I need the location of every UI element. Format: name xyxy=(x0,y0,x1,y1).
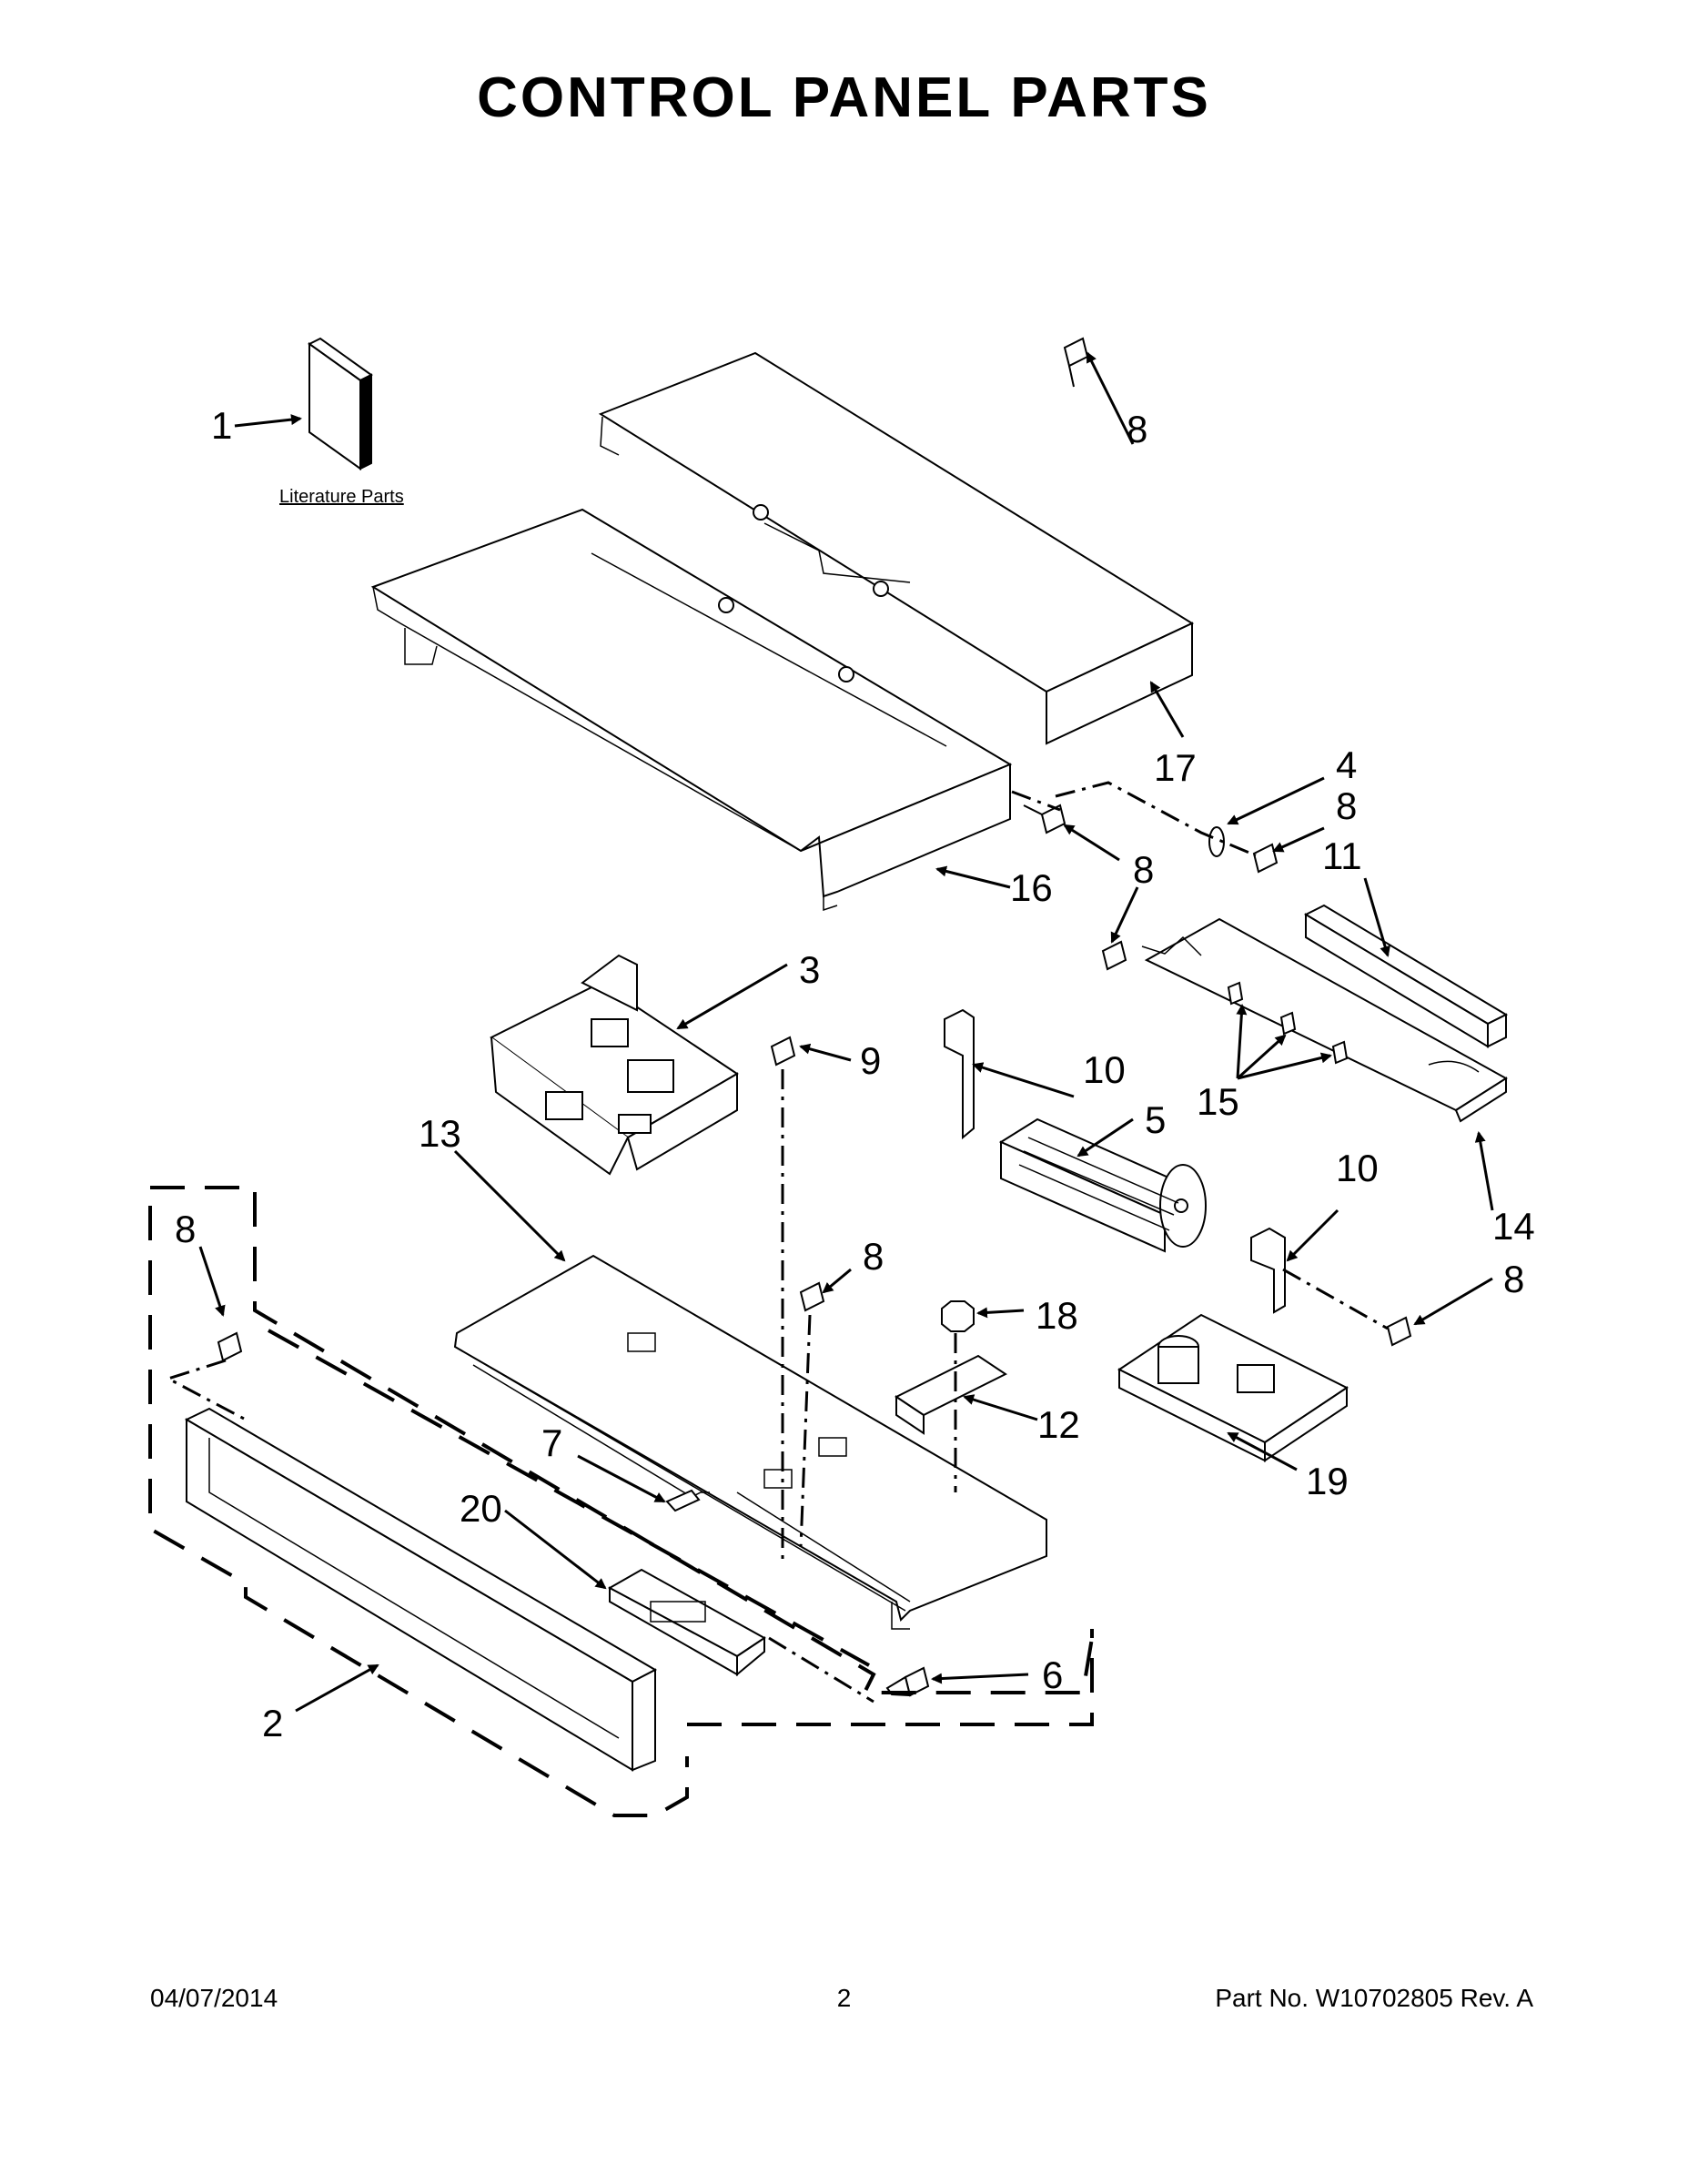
footer-date: 04/07/2014 xyxy=(150,1984,278,2012)
assembly-outline-top xyxy=(150,1186,1094,1694)
callout-2: 2 xyxy=(262,1702,283,1744)
screw-8e xyxy=(217,1331,243,1362)
hex-nut xyxy=(941,1300,975,1332)
callout-8-center: 8 xyxy=(863,1235,884,1278)
assembly-outline-left xyxy=(148,1206,689,1817)
console-trim xyxy=(184,1407,658,1772)
small-screws xyxy=(1227,981,1349,1065)
screw-8f xyxy=(799,1281,825,1312)
callout-13: 13 xyxy=(419,1112,461,1155)
callout-9: 9 xyxy=(860,1039,881,1082)
assembly-line-4 xyxy=(799,1314,812,1548)
assembly-outline-right xyxy=(687,1629,1094,1726)
assembly-line-6 xyxy=(1282,1268,1389,1330)
callout-1: 1 xyxy=(211,404,232,447)
blower-fan xyxy=(998,1117,1207,1253)
callout-8-top: 8 xyxy=(1127,408,1147,450)
callout-3: 3 xyxy=(799,948,820,991)
callout-8-left: 8 xyxy=(175,1208,196,1250)
mounting-plate xyxy=(453,1254,1047,1630)
screw-8d xyxy=(1101,940,1127,971)
leader-arrows xyxy=(198,351,1494,1713)
callout-5: 5 xyxy=(1145,1098,1166,1141)
page-title: CONTROL PANEL PARTS xyxy=(477,66,1211,129)
callout-6: 6 xyxy=(1042,1653,1063,1696)
board-housing xyxy=(490,954,739,1176)
screw-8c xyxy=(1252,843,1279,874)
screw-8a xyxy=(1063,337,1089,388)
callout-19: 19 xyxy=(1306,1460,1349,1502)
assembly-outline-inner xyxy=(268,1329,870,1667)
wire-clip xyxy=(895,1354,1007,1435)
power-supply-board xyxy=(1117,1313,1349,1462)
callout-14: 14 xyxy=(1492,1205,1535,1248)
literature-booklet xyxy=(308,337,373,470)
callout-10-top: 10 xyxy=(1083,1048,1126,1091)
screw-9 xyxy=(770,1036,796,1067)
electronic-control-board xyxy=(607,1568,766,1677)
fan-bracket-left xyxy=(944,1008,975,1140)
footer-page-number: 2 xyxy=(836,1984,852,2012)
callout-8-mid: 8 xyxy=(1133,848,1154,891)
literature-parts-label: Literature Parts xyxy=(279,487,404,507)
mounting-bracket xyxy=(1141,917,1508,1123)
callout-10-bottom: 10 xyxy=(1336,1147,1379,1189)
callout-17: 17 xyxy=(1154,746,1197,789)
insulation-strip xyxy=(1303,904,1509,1048)
callout-18: 18 xyxy=(1036,1294,1078,1337)
callout-16: 16 xyxy=(1010,866,1053,909)
upper-panel-cover xyxy=(598,351,1195,745)
callout-7: 7 xyxy=(541,1421,562,1464)
footer-part-number: Part No. W10702805 Rev. A xyxy=(1215,1984,1533,2012)
fan-bracket-right xyxy=(1250,1227,1286,1314)
assembly-line-7 xyxy=(165,1359,247,1421)
assembly-line-8 xyxy=(768,1636,874,1704)
callout-12: 12 xyxy=(1037,1403,1080,1446)
callout-4: 4 xyxy=(1336,743,1357,786)
callout-20: 20 xyxy=(460,1487,502,1530)
callout-8-right: 8 xyxy=(1503,1258,1524,1300)
screw-8g xyxy=(1386,1316,1412,1347)
washer-4 xyxy=(1208,826,1225,857)
assembly-line-1 xyxy=(1011,790,1061,812)
assembly-line-2 xyxy=(1055,781,1257,857)
callout-8-washer: 8 xyxy=(1336,784,1357,827)
callout-11: 11 xyxy=(1322,834,1362,877)
small-clip xyxy=(665,1489,701,1512)
control-panel-housing xyxy=(370,508,1013,912)
callout-15: 15 xyxy=(1197,1080,1239,1123)
